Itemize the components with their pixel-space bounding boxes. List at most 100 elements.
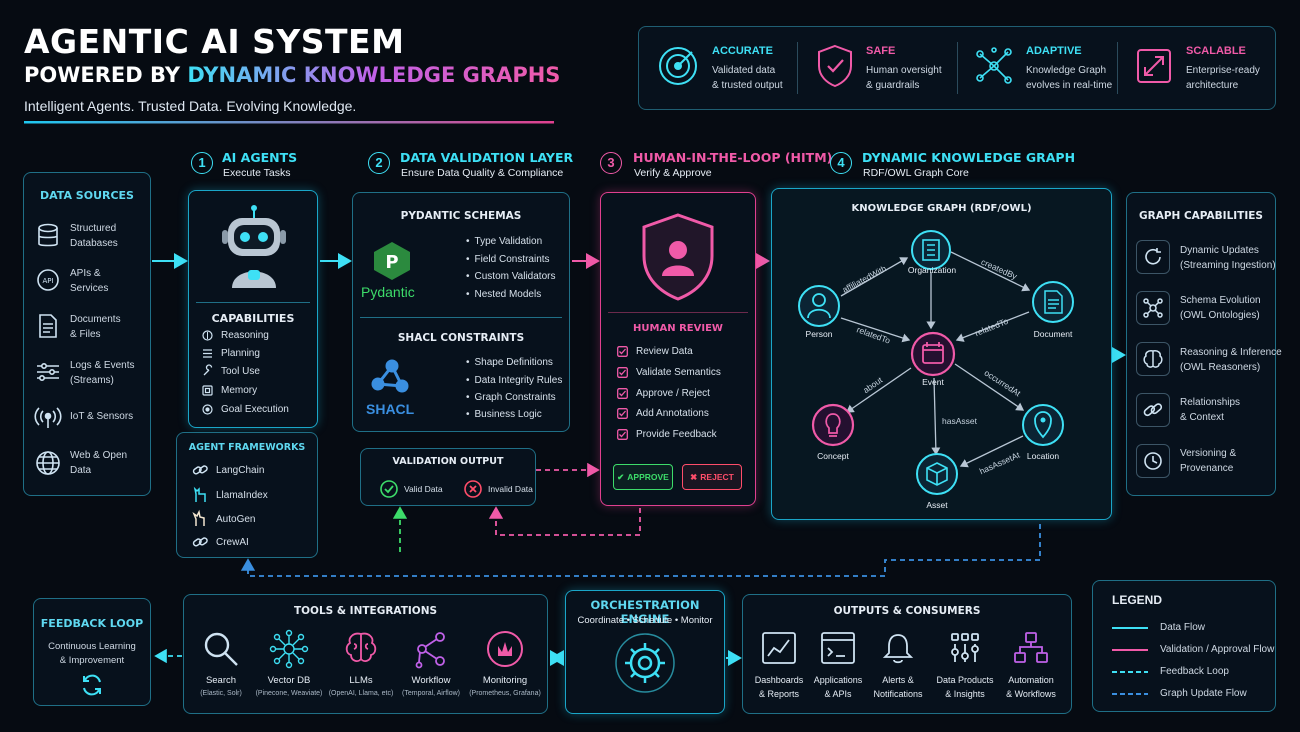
workflow-icon <box>412 630 450 673</box>
vector-db-icon <box>269 629 309 673</box>
graph-cap-label: (OWL Reasoners) <box>1180 362 1261 373</box>
kg-node-location <box>1022 404 1064 446</box>
shacl-logo-text: SHACL <box>366 401 415 417</box>
output-label: Alerts & <box>882 675 914 685</box>
kg-edge <box>950 251 1031 292</box>
source-label: Services <box>70 283 109 294</box>
shield-icon <box>816 44 854 93</box>
subtitle-highlight: DYNAMIC KNOWLEDGE GRAPHS <box>187 63 561 87</box>
framework-item: CrewAI <box>192 535 249 549</box>
graph-cap-label: Dynamic Updates <box>1180 245 1259 256</box>
approve-button[interactable]: ✔APPROVE <box>613 464 673 490</box>
kg-node-label: Event <box>922 377 944 387</box>
kg-node-label: Concept <box>817 451 849 461</box>
tool-name: Search <box>205 675 237 686</box>
header-underline <box>24 121 554 124</box>
pillar-text: Enterprise-ready <box>1186 65 1260 76</box>
tool-name: Workflow <box>411 675 451 686</box>
capability-item: Goal Execution <box>202 404 289 415</box>
kg-node-event <box>910 331 956 377</box>
reject-button[interactable]: ✖REJECT <box>682 464 742 490</box>
x-icon: ✖ <box>690 471 698 482</box>
pillar-text: evolves in real-time <box>1026 80 1113 91</box>
wrench-icon <box>202 364 213 377</box>
pillar-text: Knowledge Graph <box>1026 65 1107 76</box>
pydantic-logo-icon: P <box>370 240 414 285</box>
pydantic-item: •Field Constraints <box>466 254 550 265</box>
checkbox-icon <box>617 408 628 419</box>
clock-icon <box>1136 444 1170 478</box>
check-circle-icon <box>380 480 398 498</box>
step-number: 2 <box>368 152 390 174</box>
dashboard-icon <box>762 632 796 669</box>
output-label: Applications <box>813 675 863 685</box>
capability-item: Reasoning <box>202 330 269 341</box>
arrow-reject-invalid <box>488 506 641 536</box>
memory-icon <box>202 385 213 396</box>
shacl-item: •Data Integrity Rules <box>466 375 563 386</box>
kg-node-label: Document <box>1033 329 1073 339</box>
kg-node-label: Location <box>1026 451 1060 461</box>
target-icon <box>658 46 698 91</box>
arrow-graph-update <box>240 524 1041 577</box>
feedback-loop-panel <box>33 598 151 706</box>
feedback-text: & Improvement <box>59 655 125 666</box>
schema-icon <box>1136 291 1170 325</box>
source-label: APIs & <box>70 268 101 279</box>
automation-icon <box>1014 632 1048 669</box>
cycle-icon <box>80 673 104 702</box>
feedback-title: FEEDBACK LOOP <box>40 617 144 630</box>
pillar-title: ADAPTIVE <box>1026 45 1082 57</box>
gear-icon <box>614 632 676 699</box>
brain-icon <box>1136 342 1170 376</box>
source-label: Documents <box>70 314 121 325</box>
validation-output-title: VALIDATION OUTPUT <box>392 456 504 467</box>
human-review-title: HUMAN REVIEW <box>633 323 723 334</box>
source-label: Databases <box>70 238 118 249</box>
kg-edge <box>840 317 911 343</box>
capabilities-title: CAPABILITIES <box>211 312 295 325</box>
step-title: DATA VALIDATION LAYER <box>400 150 574 165</box>
autogen-icon <box>192 509 208 527</box>
step-number: 3 <box>600 152 622 174</box>
goal-icon <box>202 404 213 415</box>
source-label: IoT & Sensors <box>70 411 134 422</box>
search-icon <box>202 630 240 673</box>
capability-item: Tool Use <box>202 364 260 377</box>
kg-edge <box>931 377 941 456</box>
review-item: Validate Semantics <box>617 367 721 378</box>
pillar-text: Human oversight <box>866 65 942 76</box>
chain-link-icon <box>192 463 208 477</box>
framework-item: LlamaIndex <box>192 486 268 503</box>
document-icon <box>38 313 58 344</box>
page-title: AGENTIC AI SYSTEM <box>24 22 405 61</box>
pillar-text: & trusted output <box>712 80 783 91</box>
data-sources-panel <box>23 172 151 496</box>
logs-icon <box>35 360 61 389</box>
step-subtitle: Ensure Data Quality & Compliance <box>401 167 564 179</box>
step-number: 4 <box>830 152 852 174</box>
tagline: Intelligent Agents. Trusted Data. Evolvi… <box>24 98 357 114</box>
tool-detail: (Prometheus, Grafana) <box>469 690 541 697</box>
kg-node-label: Organization <box>907 265 957 275</box>
capability-item: Planning <box>202 348 260 359</box>
output-label: Automation <box>1008 675 1054 685</box>
pillar-title: SCALABLE <box>1186 45 1246 57</box>
pillar-title: ACCURATE <box>712 45 773 57</box>
kg-node-person <box>798 285 840 327</box>
sensor-icon <box>34 405 62 434</box>
graph-cap-label: (OWL Ontologies) <box>1180 310 1260 321</box>
api-icon: API <box>35 267 61 298</box>
validation-panel <box>352 192 570 432</box>
pydantic-item: •Type Validation <box>466 236 543 247</box>
legend-panel <box>1092 580 1276 712</box>
legend-item: Graph Update Flow <box>1160 688 1247 699</box>
pydantic-item: •Custom Validators <box>466 271 556 282</box>
kg-title: KNOWLEDGE GRAPH (RDF/OWL) <box>851 203 1032 214</box>
kg-node-document <box>1032 281 1074 323</box>
x-circle-icon <box>464 480 482 498</box>
output-label: & Reports <box>758 689 800 699</box>
step-subtitle: RDF/OWL Graph Core <box>863 167 969 179</box>
orchestration-title: ORCHESTRATION ENGINE <box>590 598 700 626</box>
